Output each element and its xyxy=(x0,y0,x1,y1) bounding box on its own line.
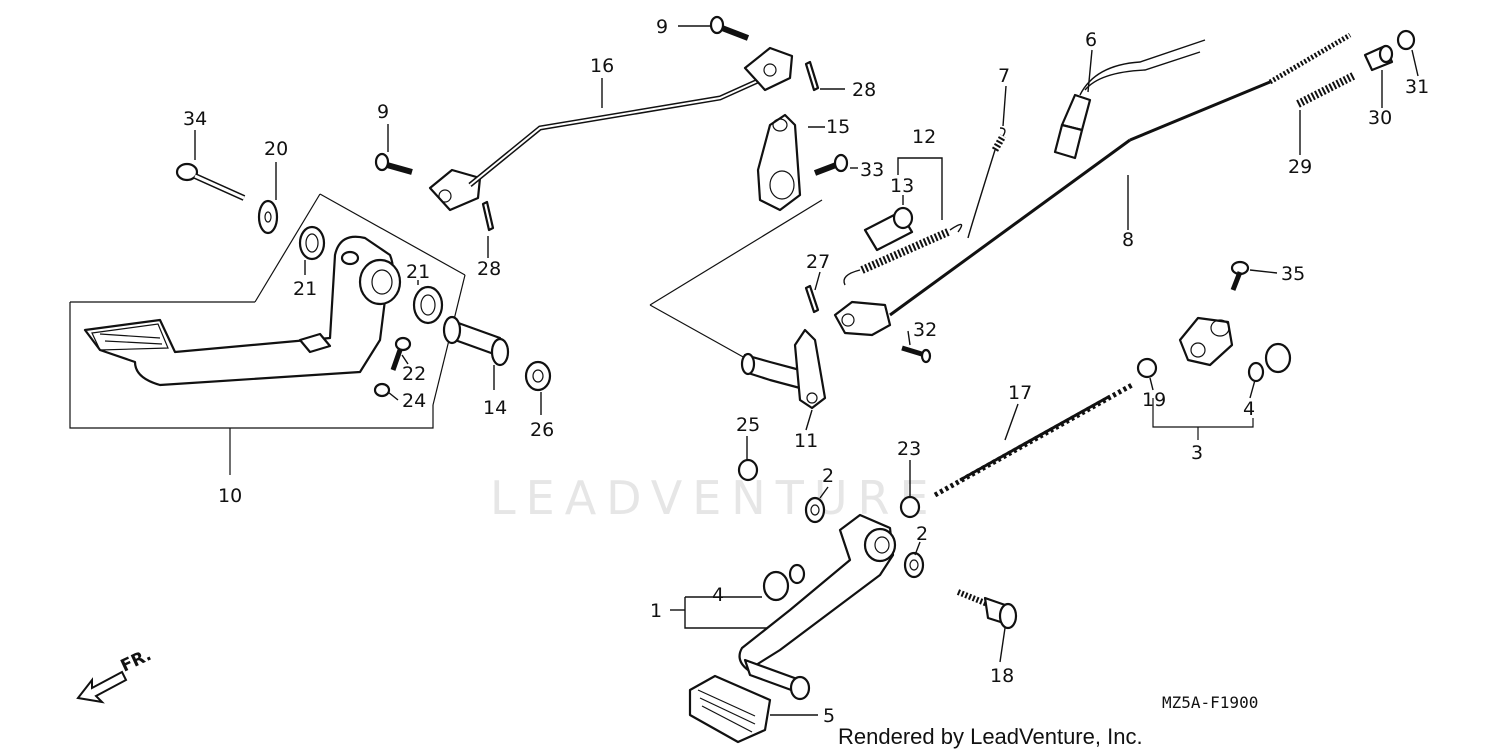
watermark: LEADVENTURE xyxy=(490,471,939,525)
part-shift-rod-17-body xyxy=(959,394,1111,482)
callout-6: 6 xyxy=(1085,29,1097,51)
part-collar-14[interactable] xyxy=(442,315,510,367)
part-shift-pedal-1[interactable] xyxy=(738,513,897,701)
part-brake-pedal[interactable] xyxy=(83,235,402,387)
callout-10: 10 xyxy=(218,485,242,507)
part-bolt-35[interactable] xyxy=(1230,260,1250,291)
callout-35: 35 xyxy=(1281,263,1305,285)
callout-4-left: 4 xyxy=(712,584,724,606)
callout-25: 25 xyxy=(736,414,760,436)
part-shaft-arm-11[interactable] xyxy=(740,328,827,410)
callout-28-bottom: 28 xyxy=(477,258,501,280)
callout-5: 5 xyxy=(823,705,835,727)
part-pin-32[interactable] xyxy=(901,345,932,364)
part-rubber-5[interactable] xyxy=(688,674,772,744)
part-nut-23[interactable] xyxy=(899,495,921,519)
render-credit: Rendered by LeadVenture, Inc. xyxy=(838,724,1143,749)
callout-34: 34 xyxy=(183,108,207,130)
part-bolt-34[interactable] xyxy=(175,162,246,201)
part-nut-31[interactable] xyxy=(1396,29,1416,51)
part-bolt-18[interactable] xyxy=(956,589,1018,630)
part-spring-12[interactable] xyxy=(843,223,963,286)
fr-label: FR. xyxy=(118,645,155,676)
callout-21-left: 21 xyxy=(293,278,317,300)
callout-4-right: 4 xyxy=(1243,398,1255,420)
part-washer-2-right[interactable] xyxy=(903,551,925,579)
callout-33: 33 xyxy=(860,159,884,181)
part-seal-21-left-inner xyxy=(305,233,319,253)
part-bolt-33[interactable] xyxy=(813,153,849,176)
part-nut-26[interactable] xyxy=(524,360,552,392)
callout-9-left: 9 xyxy=(377,101,389,123)
callout-32: 32 xyxy=(913,319,937,341)
callout-27: 27 xyxy=(806,251,830,273)
part-cotter-pin-28-bottom[interactable] xyxy=(481,200,495,232)
callout-26: 26 xyxy=(530,419,554,441)
callout-1: 1 xyxy=(650,600,662,622)
callout-15: 15 xyxy=(826,116,850,138)
part-spring-29[interactable] xyxy=(1296,71,1357,108)
callout-21-right: 21 xyxy=(406,261,430,283)
part-brake-rod-16[interactable] xyxy=(428,46,794,212)
part-nut-25[interactable] xyxy=(737,458,759,482)
part-nut-24[interactable] xyxy=(373,382,391,398)
callout-24: 24 xyxy=(402,390,426,412)
part-washer-2-left[interactable] xyxy=(804,496,826,524)
part-bolt-9-left[interactable] xyxy=(374,152,413,175)
callout-22: 22 xyxy=(402,363,426,385)
part-seal-21-right[interactable] xyxy=(412,285,444,325)
callout-16: 16 xyxy=(590,55,614,77)
part-ball-joint-4-right[interactable] xyxy=(1247,342,1292,383)
callout-29: 29 xyxy=(1288,156,1312,178)
part-bolt-9-top[interactable] xyxy=(709,15,750,41)
callout-31: 31 xyxy=(1405,76,1429,98)
leader-lines xyxy=(194,25,1419,716)
part-washer-2-right-hole xyxy=(909,559,919,571)
callout-19: 19 xyxy=(1142,389,1166,411)
part-joint-30[interactable] xyxy=(1363,44,1394,72)
part-washer-2-left-hole xyxy=(810,504,820,516)
part-nut-26-hole xyxy=(532,369,544,383)
part-arm-15[interactable] xyxy=(756,113,802,212)
part-washer-20-hole xyxy=(264,211,272,223)
part-nut-19[interactable] xyxy=(1136,357,1158,379)
part-cable-8[interactable] xyxy=(833,32,1352,337)
callout-28-top: 28 xyxy=(852,79,876,101)
part-pin-27[interactable] xyxy=(804,284,820,314)
part-seal-21-right-inner xyxy=(420,294,436,316)
part-bracket-line-15-11 xyxy=(649,199,823,359)
callout-20: 20 xyxy=(264,138,288,160)
part-ball-joint-4-left[interactable] xyxy=(762,563,806,602)
callout-13: 13 xyxy=(890,175,914,197)
part-cotter-pin-28-top[interactable] xyxy=(804,60,820,92)
part-seal-21-left[interactable] xyxy=(298,225,326,261)
callout-11: 11 xyxy=(794,430,818,452)
callout-2-left: 2 xyxy=(822,465,834,487)
callout-9-top: 9 xyxy=(656,16,668,38)
part-joint-3[interactable] xyxy=(1178,316,1234,367)
callout-30: 30 xyxy=(1368,107,1392,129)
callout-numbers: 9 9 16 28 28 34 20 21 21 22 24 14 26 10 … xyxy=(183,16,1429,727)
callout-23: 23 xyxy=(897,438,921,460)
part-spring-7[interactable] xyxy=(967,127,1007,239)
part-bolt-22[interactable] xyxy=(390,336,412,371)
front-direction-arrow: FR. xyxy=(76,645,155,704)
part-sleeve-13[interactable] xyxy=(863,206,914,252)
bracket-line-3 xyxy=(1152,398,1254,428)
callout-12: 12 xyxy=(912,126,936,148)
diagram-code: MZ5A-F1900 xyxy=(1162,693,1258,712)
callout-7: 7 xyxy=(998,65,1010,87)
callout-18: 18 xyxy=(990,665,1014,687)
fr-arrow-icon xyxy=(76,670,128,704)
callout-14: 14 xyxy=(483,397,507,419)
part-washer-20[interactable] xyxy=(257,199,279,235)
callout-2-right: 2 xyxy=(916,523,928,545)
callout-8: 8 xyxy=(1122,229,1134,251)
callout-17: 17 xyxy=(1008,382,1032,404)
callout-3: 3 xyxy=(1191,442,1203,464)
